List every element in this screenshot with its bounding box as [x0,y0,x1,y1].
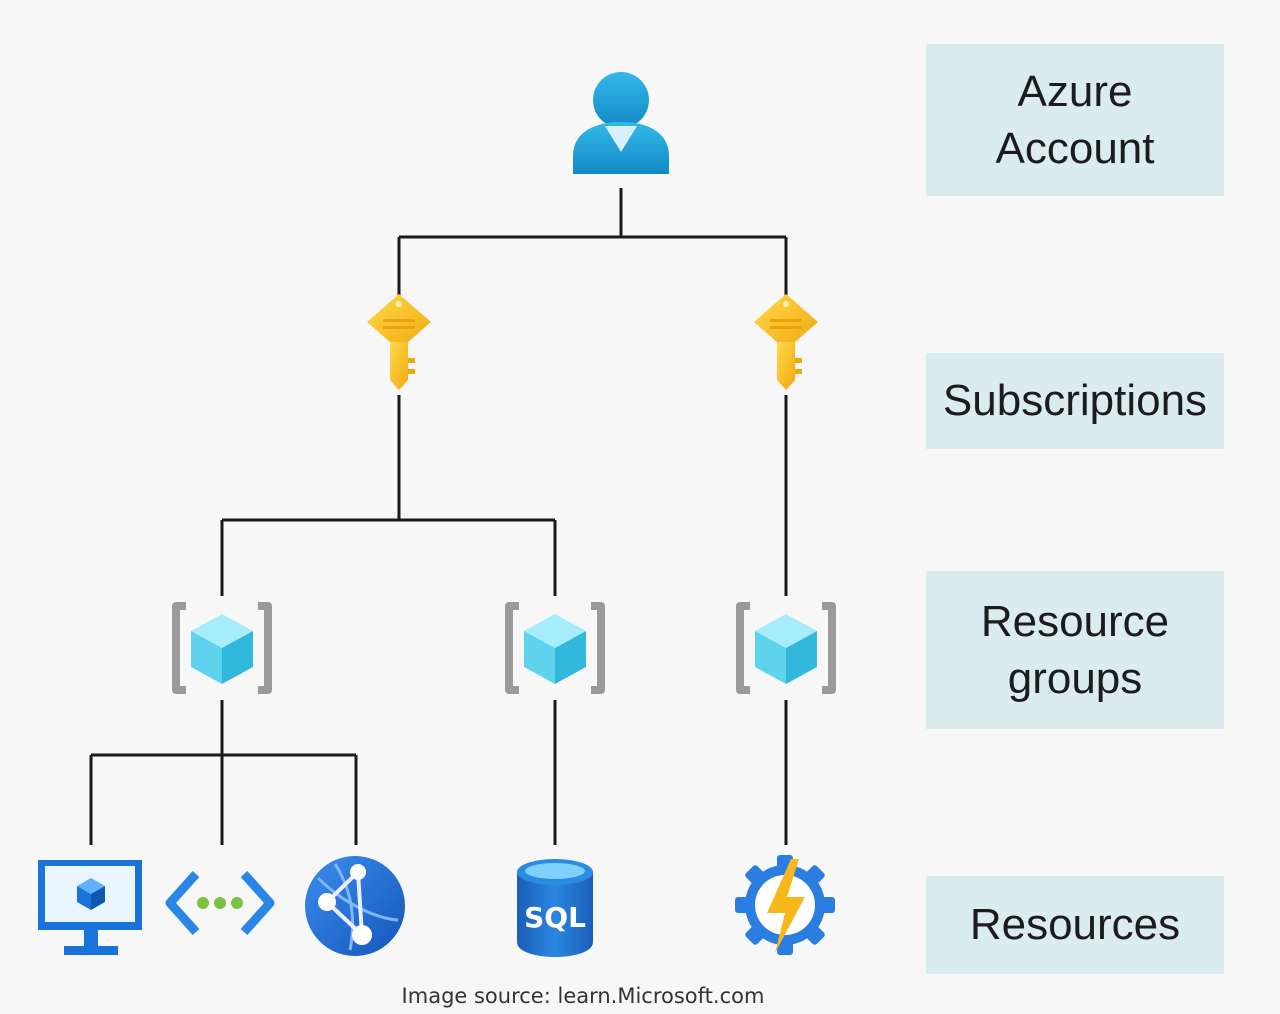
virtual-machine-icon [38,860,142,955]
virtual-network-icon [165,870,275,936]
resource-group-icon [176,606,268,690]
resource-groups-label: Resource groups [926,571,1224,729]
azure-account-label: Azure Account [926,44,1224,196]
resources-label: Resources [926,876,1224,974]
resource-group-icon [740,606,832,690]
subscriptions-label: Subscriptions [926,353,1224,449]
image-source-caption: Image source: learn.Microsoft.com [401,984,765,1008]
key-icon [367,294,431,390]
key-icon [754,294,818,390]
connector-lines [89,188,788,845]
user-icon [573,72,669,174]
resource-group-icon [509,606,601,690]
function-app-icon [735,855,835,955]
sql-database-icon: SQL [517,859,593,957]
web-app-icon [305,856,405,956]
sql-label: SQL [524,901,586,934]
